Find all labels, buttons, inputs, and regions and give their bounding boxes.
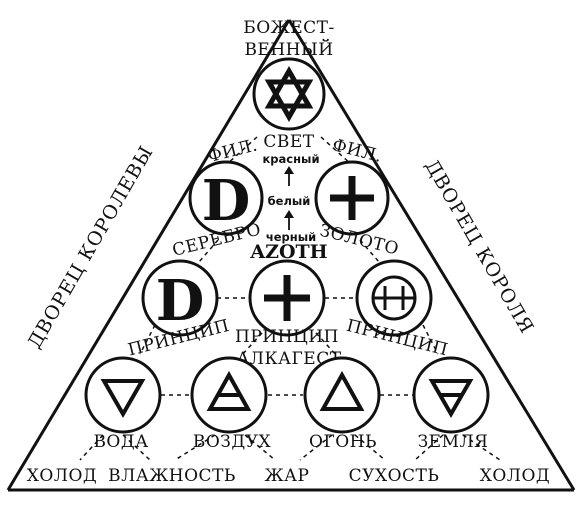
divine-circle	[252, 57, 326, 131]
quality-dryness: СУХОСТЬ	[349, 466, 440, 486]
mercury-letter-icon: D	[156, 268, 205, 334]
dashed-connectors	[79, 136, 501, 461]
pyramid-outline	[6, 19, 576, 492]
cross-icon	[264, 275, 310, 321]
element-earth-circle	[412, 356, 490, 434]
king-palace-label: ДВОРЕЦ КОРОЛЯ	[420, 156, 538, 338]
white-label: белый	[268, 194, 311, 208]
alkagest-label: АЛКАГЕСТ	[236, 349, 341, 369]
mercury-letter-icon: D	[202, 168, 251, 234]
philosophical-gold-circle	[314, 160, 390, 236]
quality-heat: ЖАР	[265, 466, 310, 486]
element-air-label: ВОЗДУХ	[193, 432, 272, 452]
element-fire-circle	[303, 356, 381, 434]
light-label: СВЕТ	[263, 132, 314, 152]
element-water-label: ВОДА	[93, 432, 148, 452]
element-water-circle	[84, 356, 162, 434]
water-icon	[100, 379, 146, 419]
element-earth-label: ЗЕМЛЯ	[418, 432, 489, 452]
cross-icon	[330, 176, 374, 220]
philosophical-silver-circle: D	[188, 160, 264, 236]
quality-cold-left: ХОЛОД	[27, 466, 97, 486]
quality-moisture: ВЛАЖНОСТЬ	[108, 466, 236, 486]
principle-middle-label: ПРИНЦИП	[235, 327, 339, 347]
divine-label-line1: БОЖЕСТ-	[243, 18, 335, 38]
earth-icon	[428, 379, 474, 419]
principle-right-circle	[355, 259, 433, 337]
queen-palace-label: ДВОРЕЦ КОРОЛЕВЫ	[24, 142, 158, 352]
fire-icon	[319, 370, 365, 411]
arrow-up-icon	[284, 166, 294, 186]
quality-cold-right: ХОЛОД	[480, 466, 550, 486]
divine-label-line2: ВЕННЫЙ	[244, 39, 333, 60]
element-air-circle	[190, 356, 268, 434]
hexagram-icon	[264, 65, 314, 123]
principle-middle-circle	[248, 259, 326, 337]
air-icon	[206, 370, 252, 411]
black-label: черный	[266, 230, 316, 244]
red-label: красный	[262, 152, 319, 166]
arrow-up-icon	[284, 210, 294, 230]
azoth-label: AZOTH	[249, 241, 327, 263]
element-fire-label: ОГОНЬ	[309, 432, 377, 452]
salt-icon	[371, 275, 417, 321]
principle-left-circle: D	[141, 259, 219, 337]
